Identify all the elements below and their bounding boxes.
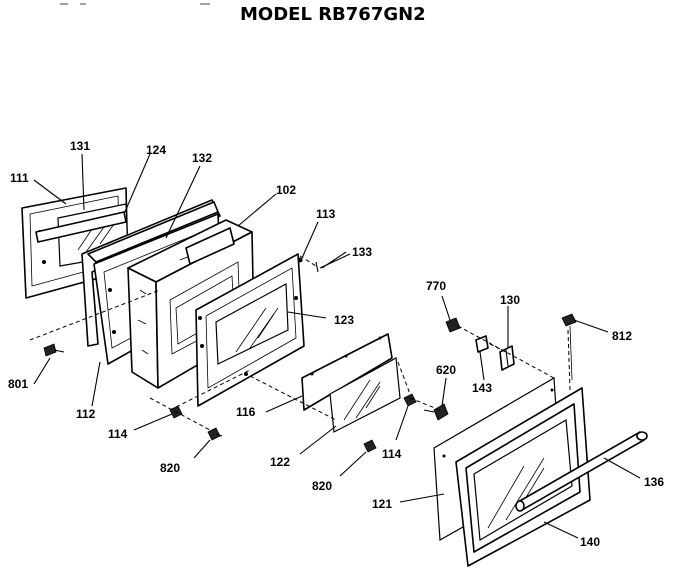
screw-812: [561, 313, 577, 381]
label-620: 620: [436, 363, 456, 377]
screw-801: [43, 343, 65, 357]
part-116-glass-frame: [301, 333, 393, 411]
label-112: 112: [76, 407, 96, 421]
part-122-glass: [329, 357, 401, 433]
screw-114-right: [403, 393, 417, 407]
part-labels: 111 131 124 132 102 113 133 123 801 112 …: [8, 139, 664, 549]
screw-620: [423, 403, 449, 421]
label-114-left: 114: [108, 427, 128, 441]
label-113: 113: [316, 207, 336, 221]
label-143: 143: [472, 381, 492, 395]
label-812: 812: [612, 329, 632, 343]
label-102: 102: [276, 183, 296, 197]
label-140: 140: [580, 535, 600, 549]
part-140-door-frame: [455, 387, 591, 567]
part-133-clip: [315, 253, 351, 273]
label-124: 124: [146, 143, 166, 157]
model-title: MODEL RB767GN2: [240, 4, 426, 25]
label-820-left: 820: [160, 461, 180, 475]
label-820-middle: 820: [312, 479, 332, 493]
label-130: 130: [500, 293, 520, 307]
label-133: 133: [352, 245, 372, 259]
label-121: 121: [372, 497, 392, 511]
label-132: 132: [192, 151, 212, 165]
label-111: 111: [10, 171, 29, 185]
label-123: 123: [334, 313, 354, 327]
part-124-strip: [35, 211, 127, 243]
part-143-hinge-pin: [475, 335, 489, 353]
label-801: 801: [8, 377, 28, 391]
leader-lines: [33, 153, 641, 539]
label-131: 131: [70, 139, 90, 153]
label-770: 770: [426, 279, 446, 293]
screw-820-left: [207, 427, 223, 441]
screw-820-middle: [363, 439, 377, 453]
label-116: 116: [236, 405, 256, 419]
part-113-inner-panel: [195, 253, 305, 407]
label-114-right: 114: [382, 447, 402, 461]
screw-770: [445, 317, 461, 333]
label-122: 122: [270, 455, 290, 469]
label-136: 136: [644, 475, 664, 489]
part-136-handle: [515, 431, 648, 512]
